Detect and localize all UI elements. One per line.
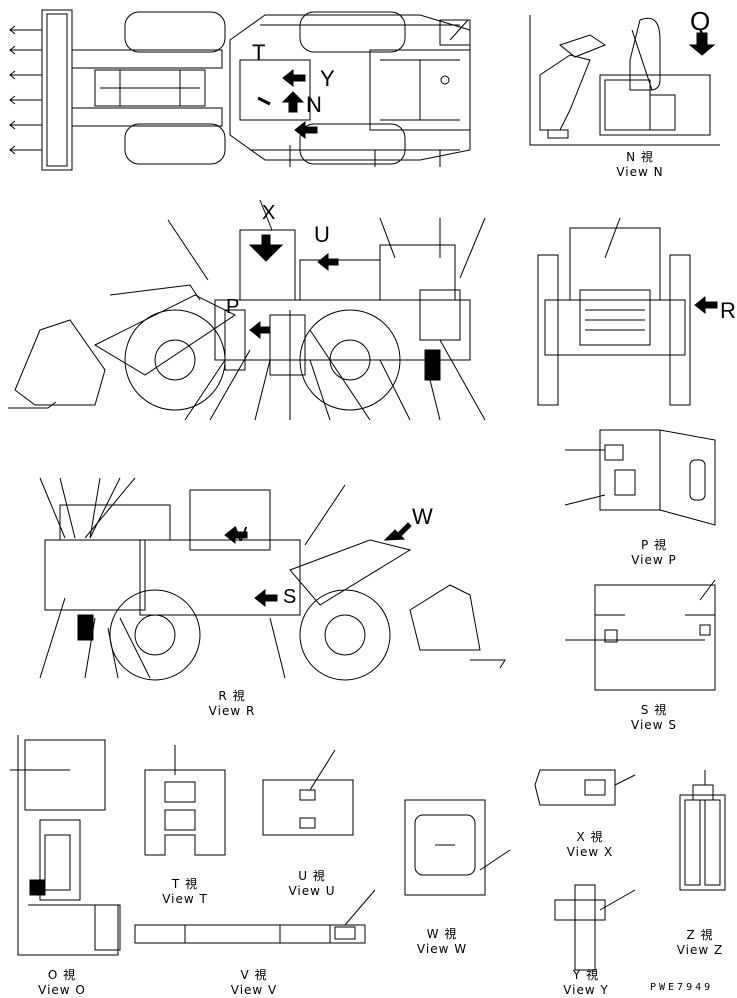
view-z-jp: Z 視 bbox=[686, 928, 714, 942]
view-w-caption: W 視 View W bbox=[402, 927, 482, 957]
view-s-drawing bbox=[565, 579, 716, 691]
view-s-caption: S 視 View S bbox=[614, 703, 694, 733]
marker-r: R bbox=[720, 298, 736, 323]
view-v-drawing bbox=[134, 889, 376, 944]
view-z-en: View Z bbox=[676, 943, 724, 957]
view-r-jp: R 視 bbox=[218, 689, 246, 703]
view-x-en: View X bbox=[566, 845, 614, 859]
view-n-jp: N 視 bbox=[626, 150, 654, 164]
view-s-jp: S 視 bbox=[640, 703, 668, 717]
view-z-caption: Z 視 View Z bbox=[660, 928, 737, 958]
view-o-en: View O bbox=[38, 983, 86, 997]
view-n-caption: N 視 View N bbox=[600, 150, 680, 180]
loader-right-view bbox=[39, 477, 506, 681]
view-n-drawing bbox=[529, 15, 720, 146]
marker-t: T bbox=[252, 40, 266, 65]
loader-front-view bbox=[537, 217, 718, 406]
marker-p: P bbox=[226, 296, 240, 318]
view-u-jp: U 視 bbox=[298, 869, 326, 883]
view-p-jp: P 視 bbox=[640, 538, 668, 552]
marker-v: V bbox=[234, 524, 248, 546]
view-w-en: View W bbox=[416, 942, 468, 956]
view-w-drawing bbox=[404, 799, 511, 896]
view-x-caption: X 視 View X bbox=[550, 830, 630, 860]
loader-top-view bbox=[9, 9, 471, 171]
view-o-caption: O 視 View O bbox=[22, 968, 102, 998]
view-t-en: View T bbox=[162, 892, 208, 906]
view-y-jp: Y 視 bbox=[572, 968, 600, 982]
view-p-drawing bbox=[564, 429, 716, 526]
marker-s: S bbox=[283, 586, 297, 608]
view-y-caption: Y 視 View Y bbox=[546, 968, 626, 998]
view-w-jp: W 視 bbox=[426, 927, 458, 941]
view-v-en: View V bbox=[230, 983, 278, 997]
loader-side-view bbox=[8, 199, 486, 421]
view-s-en: View S bbox=[631, 718, 677, 732]
view-u-drawing bbox=[262, 749, 354, 836]
marker-q: Q bbox=[690, 6, 711, 36]
view-r-en: View R bbox=[208, 704, 256, 718]
view-o-jp: O 視 bbox=[47, 968, 77, 982]
view-o-drawing bbox=[10, 735, 121, 956]
view-y-drawing bbox=[554, 884, 636, 971]
view-u-en: View U bbox=[288, 884, 336, 898]
view-p-en: View P bbox=[631, 553, 677, 567]
marker-x: X bbox=[262, 202, 276, 224]
marker-y: Y bbox=[320, 66, 335, 91]
drawing-code: PWE7949 bbox=[650, 982, 714, 993]
view-p-caption: P 視 View P bbox=[614, 538, 694, 568]
view-t-drawing bbox=[144, 745, 226, 856]
view-u-caption: U 視 View U bbox=[272, 869, 352, 899]
view-t-caption: T 視 View T bbox=[145, 877, 225, 907]
marker-w: W bbox=[412, 504, 433, 529]
view-z-drawing bbox=[679, 770, 726, 891]
view-x-jp: X 視 bbox=[576, 830, 604, 844]
view-t-jp: T 視 bbox=[171, 877, 199, 891]
marker-n: N bbox=[306, 92, 322, 117]
view-v-jp: V 視 bbox=[240, 968, 268, 982]
view-x-drawing bbox=[534, 769, 636, 806]
view-n-en: View N bbox=[616, 165, 664, 179]
view-r-caption: R 視 View R bbox=[192, 689, 272, 719]
marker-u: U bbox=[314, 222, 330, 247]
view-v-caption: V 視 View V bbox=[214, 968, 294, 998]
view-y-en: View Y bbox=[563, 983, 609, 997]
